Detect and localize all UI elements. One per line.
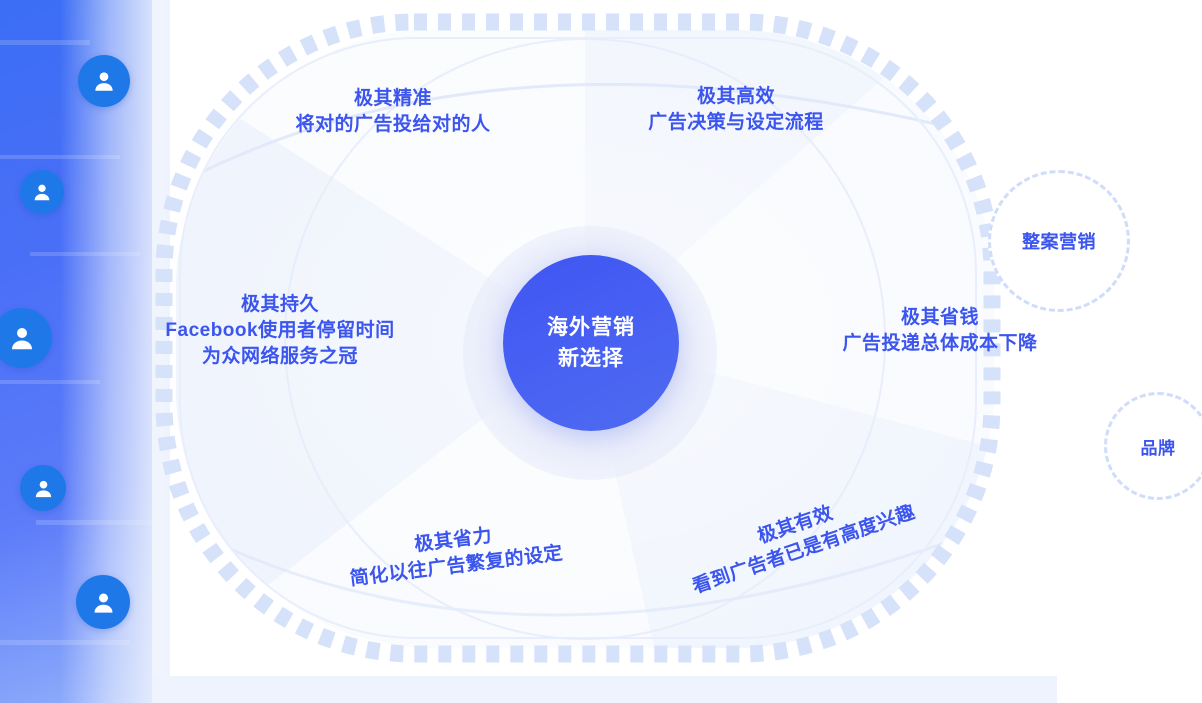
segment-title: 极其高效 <box>696 86 775 107</box>
user-avatar-icon <box>78 55 130 107</box>
segment-desc: Facebook使用者停留时间 <box>165 320 395 342</box>
center-hub: 海外营销 新选择 <box>503 255 679 431</box>
segment-label-accurate: 极其精准 将对的广告投给对的人 <box>243 86 543 138</box>
segment-desc-line2: 为众网络服务之冠 <box>201 346 358 368</box>
center-title-line1: 海外营销 <box>547 316 635 339</box>
segment-desc: 将对的广告投给对的人 <box>295 114 491 136</box>
segment-desc: 广告投递总体成本下降 <box>842 333 1038 355</box>
user-avatar-icon <box>20 465 66 511</box>
segment-title: 极其精准 <box>353 88 432 109</box>
user-avatar-icon <box>20 170 64 214</box>
segment-label-cheap: 极其省钱 广告投递总体成本下降 <box>800 305 1080 357</box>
satellite-label: 整案营销 <box>1022 232 1096 252</box>
segment-label-efficient: 极其高效 广告决策与设定流程 <box>596 84 876 136</box>
satellite-full-case-marketing: 整案营销 <box>988 170 1130 312</box>
satellite-label: 品牌 <box>1140 438 1176 458</box>
center-title-line2: 新选择 <box>558 347 624 370</box>
segment-title: 极其省钱 <box>900 307 979 328</box>
segment-title: 极其持久 <box>240 294 319 315</box>
satellite-brand: 品牌 <box>1104 392 1202 500</box>
segment-desc: 广告决策与设定流程 <box>648 112 824 134</box>
user-avatar-icon <box>76 575 130 629</box>
dashed-gear-frame <box>150 8 1006 668</box>
segment-label-lasting: 极其持久 Facebook使用者停留时间 为众网络服务之冠 <box>130 292 430 371</box>
user-avatar-icon <box>0 308 52 368</box>
